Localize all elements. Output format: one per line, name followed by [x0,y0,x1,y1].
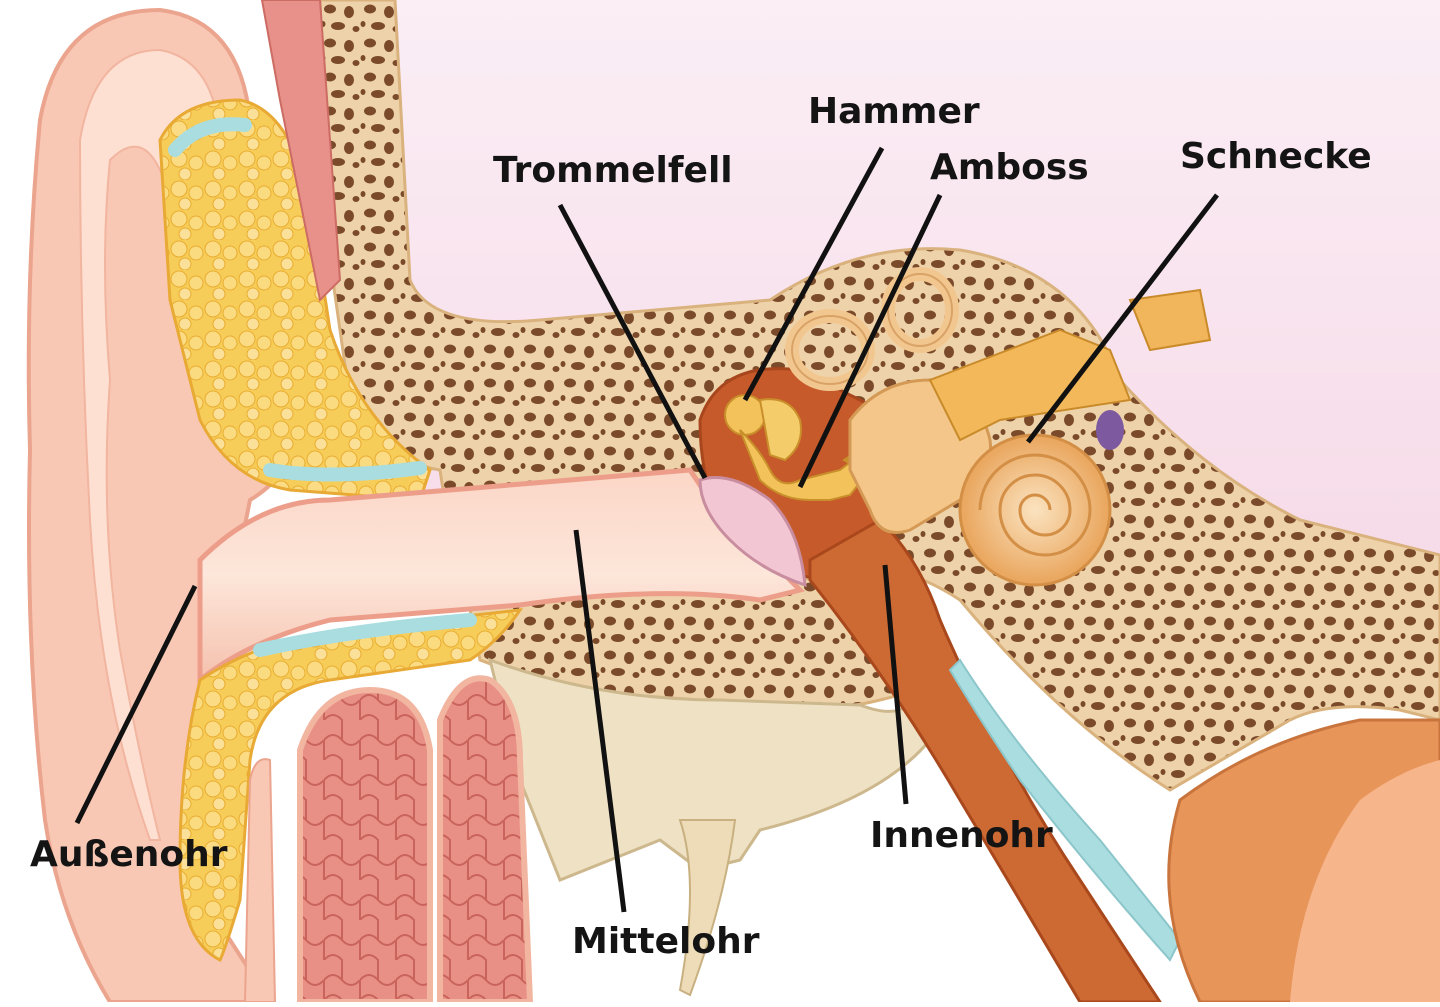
label-amboss: Amboss [930,147,1089,188]
ossicles-group [724,394,883,501]
leader-line-amboss [797,193,943,489]
label-schnecke: Schnecke [1180,136,1372,177]
label-aussenohr: Außenohr [30,834,228,875]
label-innenohr: Innenohr [870,815,1053,856]
leader-line-aussenohr [74,584,198,825]
leader-line-hammer [742,146,885,402]
label-mittelohr: Mittelohr [572,921,760,962]
label-trommelfell: Trommelfell [493,150,733,191]
label-hammer: Hammer [808,91,980,132]
leader-line-mittelohr [573,529,627,913]
leader-line-schnecke [1026,193,1219,444]
leader-line-trommelfell [557,203,708,480]
leader-line-innenohr [882,564,909,805]
